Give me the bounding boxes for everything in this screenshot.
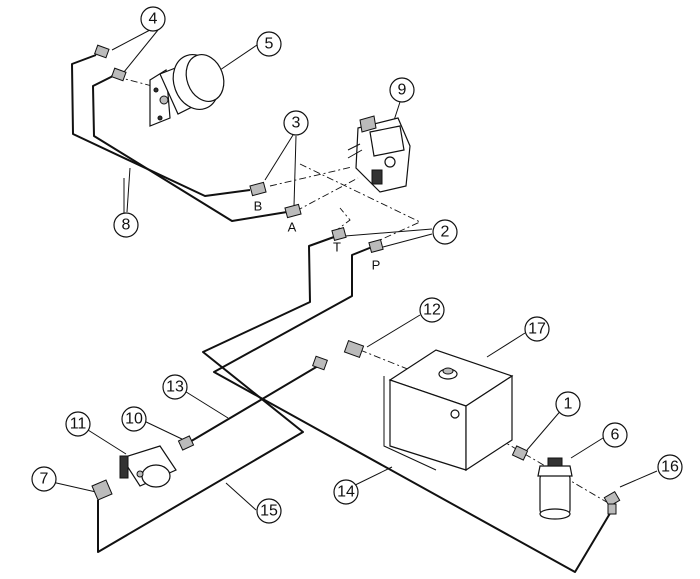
svg-text:11: 11 <box>70 416 87 433</box>
fittings-4 <box>94 44 127 82</box>
elbow-fitting-12 <box>312 339 365 371</box>
callouts: 1 2 3 4 5 6 7 8 9 10 11 12 13 14 15 16 1… <box>31 6 683 524</box>
callout-6: 6 <box>602 422 628 448</box>
port-label-b: B <box>254 199 263 214</box>
svg-text:6: 6 <box>611 427 620 444</box>
control-valve <box>347 115 411 193</box>
hoses <box>71 54 613 573</box>
callout-8: 8 <box>113 212 139 238</box>
port-labels: B A T P <box>254 199 381 273</box>
callout-5: 5 <box>256 31 282 57</box>
port-label-a: A <box>288 220 297 235</box>
svg-text:2: 2 <box>441 224 450 241</box>
svg-text:17: 17 <box>528 321 546 338</box>
svg-text:12: 12 <box>423 302 441 319</box>
callout-16: 16 <box>657 454 683 480</box>
hose-13 <box>187 365 319 444</box>
port-label-t: T <box>333 240 341 255</box>
fittings-3 <box>249 181 302 219</box>
svg-text:10: 10 <box>125 411 143 428</box>
svg-text:7: 7 <box>40 471 49 488</box>
callout-11: 11 <box>65 411 91 437</box>
fitting-1 <box>511 445 529 461</box>
svg-text:4: 4 <box>149 11 158 28</box>
hose-15 <box>97 236 335 553</box>
callout-1: 1 <box>555 391 581 417</box>
svg-text:16: 16 <box>661 459 679 476</box>
callout-13: 13 <box>162 374 188 400</box>
fitting-7 <box>91 479 113 501</box>
pump <box>119 445 177 488</box>
elbow-fitting-16 <box>603 490 621 515</box>
callout-12: 12 <box>419 297 445 323</box>
hose-8-outer <box>71 54 251 197</box>
callout-15: 15 <box>256 498 282 524</box>
callout-3: 3 <box>283 110 309 136</box>
hose-8-inner <box>92 75 288 222</box>
svg-text:13: 13 <box>166 379 184 396</box>
hose-14 <box>213 246 613 573</box>
callout-2: 2 <box>432 219 458 245</box>
hydraulic-motor <box>149 54 225 127</box>
callout-7: 7 <box>31 466 57 492</box>
svg-text:14: 14 <box>337 484 355 501</box>
svg-text:3: 3 <box>292 115 301 132</box>
callout-17: 17 <box>524 316 550 342</box>
callout-10: 10 <box>121 406 147 432</box>
callout-9: 9 <box>389 77 415 103</box>
callout-4: 4 <box>140 6 166 32</box>
filter <box>537 457 573 520</box>
callout-14: 14 <box>333 479 359 505</box>
leader-lines <box>51 29 658 511</box>
port-label-p: P <box>372 258 381 273</box>
svg-text:8: 8 <box>122 217 131 234</box>
svg-text:5: 5 <box>265 36 274 53</box>
svg-text:15: 15 <box>260 503 278 520</box>
svg-text:1: 1 <box>564 396 573 413</box>
reservoir-tank <box>383 349 514 472</box>
fitting-10 <box>177 435 195 451</box>
fittings-2 <box>331 227 384 253</box>
svg-text:9: 9 <box>398 82 407 99</box>
